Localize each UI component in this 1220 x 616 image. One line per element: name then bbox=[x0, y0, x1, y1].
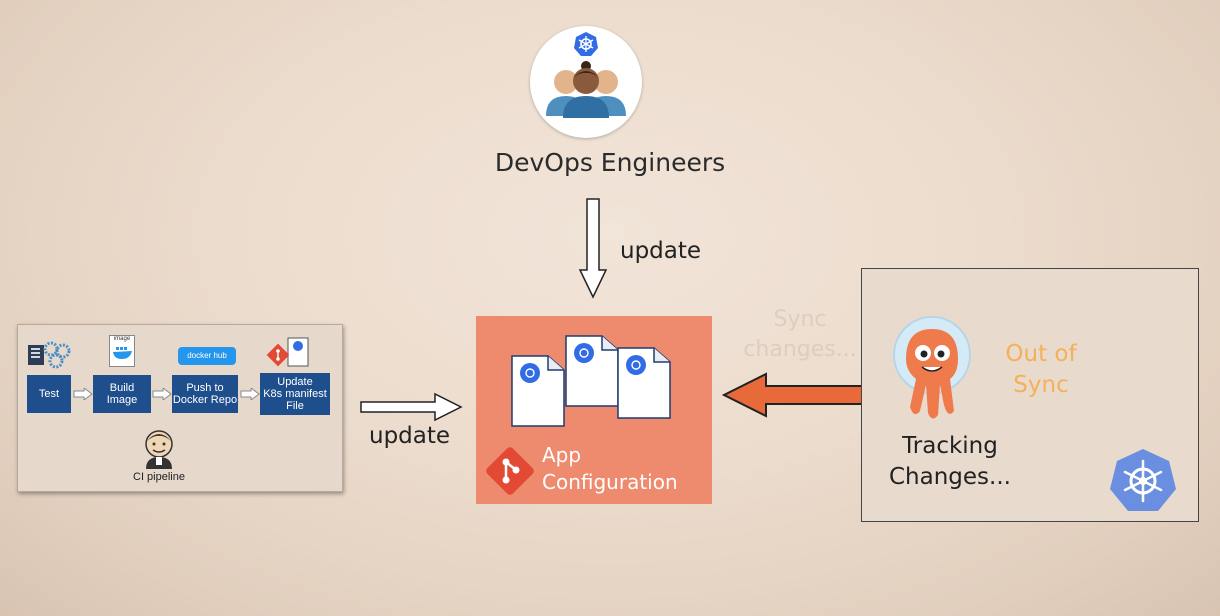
ci-pipeline-label: CI pipeline bbox=[133, 471, 185, 483]
step-push-label: Push to Docker Repo bbox=[172, 382, 238, 406]
step-update-manifest: Update K8s manifest File bbox=[260, 373, 330, 415]
app-label-line2: Configuration bbox=[542, 470, 678, 494]
test-gears-icon bbox=[28, 341, 71, 369]
k8s-manifest-files-icon bbox=[511, 335, 671, 427]
devops-engineers-title: DevOps Engineers bbox=[494, 148, 726, 177]
step-test-label: Test bbox=[38, 388, 60, 400]
sync-changes-ghost-text: Sync changes... bbox=[720, 305, 880, 365]
whale-icon bbox=[113, 347, 132, 359]
kubernetes-logo-icon bbox=[1110, 449, 1176, 511]
k8s-badge-icon bbox=[574, 32, 598, 56]
dockerhub-icon: docker hub bbox=[178, 347, 236, 365]
devops-avatar bbox=[530, 26, 642, 138]
right-arrow-icon bbox=[360, 392, 463, 422]
app-label-line1: App bbox=[542, 443, 582, 467]
step-build-image: Build Image bbox=[93, 375, 151, 413]
down-arrow-icon bbox=[578, 198, 608, 299]
step-arrow-icon bbox=[152, 388, 172, 400]
devops-team-icon bbox=[546, 32, 626, 118]
step-test: Test bbox=[27, 375, 71, 413]
argocd-panel: Out of Sync Tracking Changes... bbox=[861, 268, 1199, 522]
git-manifest-icon bbox=[266, 337, 309, 367]
step-arrow-icon bbox=[73, 388, 93, 400]
jenkins-icon bbox=[145, 430, 173, 469]
step-push-docker: Push to Docker Repo bbox=[172, 375, 238, 413]
ghost-line-1: Sync changes... bbox=[743, 307, 857, 362]
docker-image-icon: image bbox=[109, 335, 135, 367]
manifest-file-1 bbox=[511, 355, 565, 427]
ci-update-label: update bbox=[369, 423, 451, 449]
image-icon-label: image bbox=[113, 336, 131, 342]
ci-pipeline-panel: image docker hub Test Build Image Push t… bbox=[17, 324, 343, 492]
manifest-file-3 bbox=[617, 347, 671, 419]
step-arrow-icon bbox=[240, 388, 260, 400]
app-configuration-label: App Configuration bbox=[542, 442, 678, 496]
devops-update-label: update bbox=[620, 238, 702, 264]
tracking-changes-label: Tracking Changes... bbox=[889, 433, 1011, 490]
step-update-label: Update K8s manifest File bbox=[263, 376, 327, 412]
out-of-sync-status: Out of Sync bbox=[1005, 341, 1077, 398]
git-logo-icon bbox=[486, 447, 534, 495]
orange-left-arrow-icon bbox=[722, 372, 873, 418]
app-configuration-box: App Configuration bbox=[476, 316, 712, 504]
manifest-file-2 bbox=[565, 335, 619, 407]
argo-octopus-icon bbox=[893, 316, 971, 419]
step-build-label: Build Image bbox=[106, 382, 138, 406]
